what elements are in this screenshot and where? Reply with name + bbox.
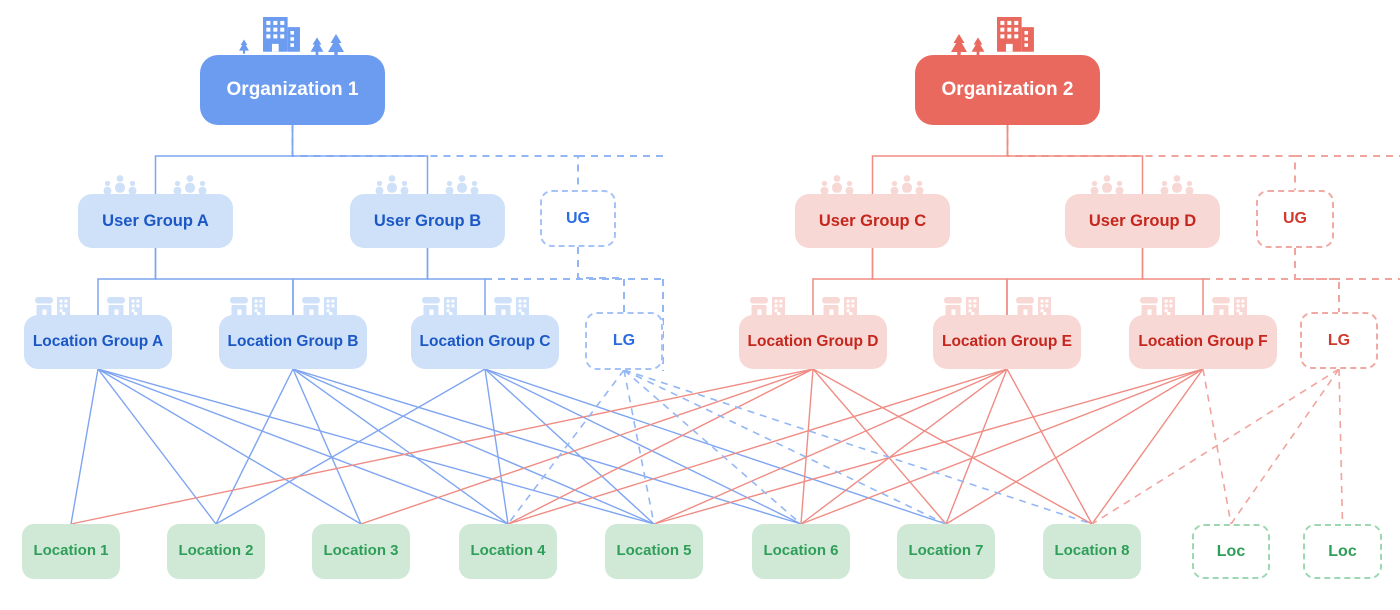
location-6-node: Location 6 <box>752 524 850 579</box>
location-group-f-node: Location Group F <box>1129 315 1277 369</box>
location-group-b-node: Location Group B <box>219 315 367 369</box>
organization-building-trees-icon <box>227 10 357 58</box>
location-2-node: Location 2 <box>167 524 265 579</box>
location-4-node: Location 4 <box>459 524 557 579</box>
location-8-node: Location 8 <box>1043 524 1141 579</box>
location-3-node: Location 3 <box>312 524 410 579</box>
user-group-b-node: User Group B <box>350 194 505 248</box>
location-group-c-node: Location Group C <box>411 315 559 369</box>
location-group-d-node: Location Group D <box>739 315 887 369</box>
user-group-placeholder-blue: UG <box>540 190 616 247</box>
location-group-e-node: Location Group E <box>933 315 1081 369</box>
location-7-node: Location 7 <box>897 524 995 579</box>
location-placeholder-2: Loc <box>1303 524 1382 579</box>
location-group-placeholder-blue: LG <box>585 312 663 370</box>
organization-building-trees-icon <box>942 10 1072 58</box>
organization-2-node: Organization 2 <box>915 55 1100 125</box>
location-group-placeholder-red: LG <box>1300 312 1378 369</box>
user-group-d-node: User Group D <box>1065 194 1220 248</box>
user-group-a-node: User Group A <box>78 194 233 248</box>
location-group-a-node: Location Group A <box>24 315 172 369</box>
location-placeholder-1: Loc <box>1192 524 1270 579</box>
user-group-c-node: User Group C <box>795 194 950 248</box>
location-1-node: Location 1 <box>22 524 120 579</box>
organization-1-node: Organization 1 <box>200 55 385 125</box>
location-5-node: Location 5 <box>605 524 703 579</box>
user-group-placeholder-red: UG <box>1256 190 1334 248</box>
